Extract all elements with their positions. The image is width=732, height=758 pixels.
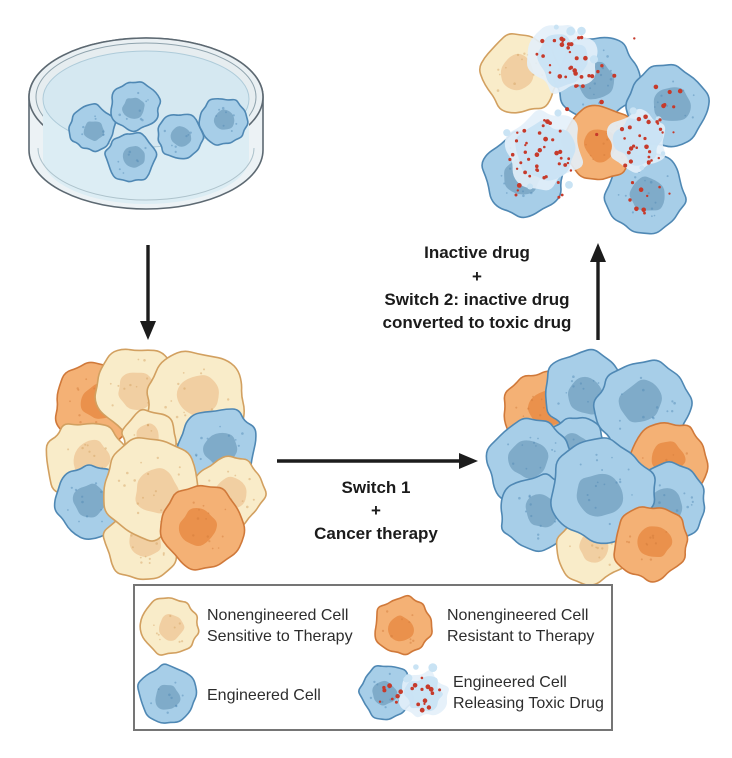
down-arrow (140, 245, 156, 340)
dish-cells (68, 81, 249, 183)
up-arrow (590, 243, 606, 340)
switch1-line2: Cancer therapy (314, 524, 438, 543)
legend-item2-line1: Nonengineered Cell (447, 607, 588, 624)
legend-icon-dots (378, 676, 442, 713)
up-arrow-head (590, 243, 606, 262)
toxic-cluster-drug-dots (508, 35, 683, 215)
toxic-cell-cluster (478, 24, 710, 235)
initial-cell-cluster (45, 348, 267, 581)
legend: Nonengineered Cell Sensitive to Therapy … (133, 584, 613, 731)
switch1-label: Switch 1 + Cancer therapy (314, 478, 438, 543)
treated-cell-cluster (485, 348, 709, 587)
switch2-line2: Switch 2: inactive drug (384, 290, 569, 309)
legend-item1-line2: Sensitive to Therapy (207, 628, 353, 645)
legend-icon-cells (137, 594, 433, 724)
right-arrow (277, 453, 478, 469)
dish-floor-line (37, 147, 255, 201)
legend-item1-line1: Nonengineered Cell (207, 607, 348, 624)
switch1-line1: Switch 1 (342, 478, 411, 497)
legend-item4-line1: Engineered Cell (453, 674, 567, 691)
switch1-plus: + (371, 501, 381, 520)
switch2-line1: Inactive drug (424, 243, 530, 262)
switch2-line3: converted to toxic drug (383, 313, 572, 332)
right-arrow-head (459, 453, 478, 469)
switch2-label: Inactive drug + Switch 2: inactive drug … (383, 243, 572, 332)
legend-item4-line2: Releasing Toxic Drug (453, 695, 604, 712)
legend-item3-line1: Engineered Cell (207, 687, 321, 704)
down-arrow-head (140, 321, 156, 340)
switch2-plus: + (472, 267, 482, 286)
legend-item2-line2: Resistant to Therapy (447, 628, 594, 645)
